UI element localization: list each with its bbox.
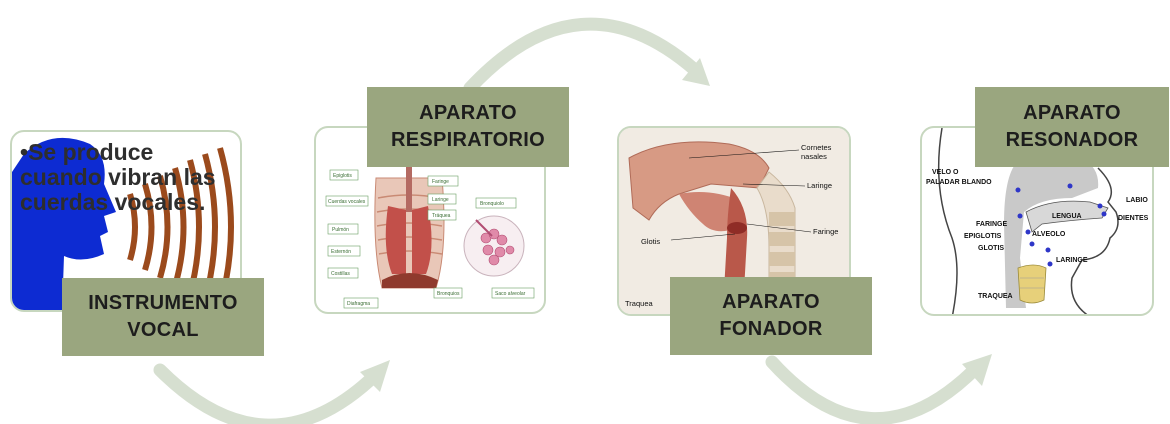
res-label-labio: LABIO [1126, 197, 1148, 204]
resp-label-cuerdas: Cuerdas vocales [328, 199, 366, 205]
res-label-lengua: LENGUA [1052, 213, 1082, 220]
step-1-label-line1: INSTRUMENTO [88, 290, 238, 317]
resp-label-esternon: Esternón [331, 249, 351, 255]
arrow-1-to-2 [160, 370, 370, 424]
resp-label-laringe: Laringe [432, 197, 449, 203]
arrow-2-to-3 [470, 24, 695, 88]
resp-label-diafragma: Diafragma [347, 301, 370, 307]
resp-label-bronquiolo: Bronquiolo [480, 201, 504, 207]
step-1-label: INSTRUMENTO VOCAL [62, 278, 264, 356]
step-2-label: APARATO RESPIRATORIO [367, 87, 569, 167]
step-4-label-line1: APARATO [1023, 100, 1121, 127]
fon-label-nasales: nasales [801, 152, 827, 161]
fon-label-laringe: Laringe [807, 181, 832, 190]
resp-label-pulmon: Pulmón [332, 227, 349, 233]
step-2-label-line2: RESPIRATORIO [391, 127, 545, 154]
step-4-label: APARATO RESONADOR [975, 87, 1169, 167]
step-3-label: APARATO FONADOR [670, 277, 872, 355]
fon-label-faringe: Faringe [813, 227, 838, 236]
res-label-laringe: LARINGE [1056, 257, 1088, 264]
resp-label-saco: Saco alveolar [495, 291, 526, 297]
res-label-dientes: DIENTES [1118, 215, 1149, 222]
step-4-label-line2: RESONADOR [1006, 127, 1139, 154]
step-3-label-line2: FONADOR [719, 316, 822, 343]
resp-label-bronquios: Bronquios [437, 291, 460, 297]
step-2-label-line1: APARATO [419, 100, 517, 127]
res-label-paladar: PALADAR BLANDO [926, 179, 992, 186]
res-label-glotis: GLOTIS [978, 245, 1004, 252]
res-label-faringe: FARINGE [976, 221, 1007, 228]
step-3-label-line1: APARATO [722, 289, 820, 316]
fon-label-traquea: Traquea [625, 299, 653, 308]
step-1-text: •Se produce cuando vibran las cuerdas vo… [20, 140, 220, 215]
step-1-label-line2: VOCAL [127, 317, 199, 344]
resp-label-faringe: Faringe [432, 179, 449, 185]
fon-label-glotis: Glotis [641, 237, 660, 246]
resp-label-epiglotis: Epiglotis [333, 173, 352, 179]
resp-label-costillas: Costillas [331, 271, 350, 277]
res-label-traquea: TRAQUEA [978, 293, 1013, 300]
res-label-velo: VELO O [932, 169, 959, 176]
arrow-3-to-4 [772, 362, 972, 419]
res-label-epiglotis: EPIGLOTIS [964, 233, 1002, 240]
alveoli-zoom [464, 216, 524, 276]
resp-label-traquea: Tráquea [432, 213, 451, 219]
res-label-alveolo: ALVEOLO [1032, 231, 1066, 238]
fon-label-cornetes: Cornetes [801, 143, 832, 152]
